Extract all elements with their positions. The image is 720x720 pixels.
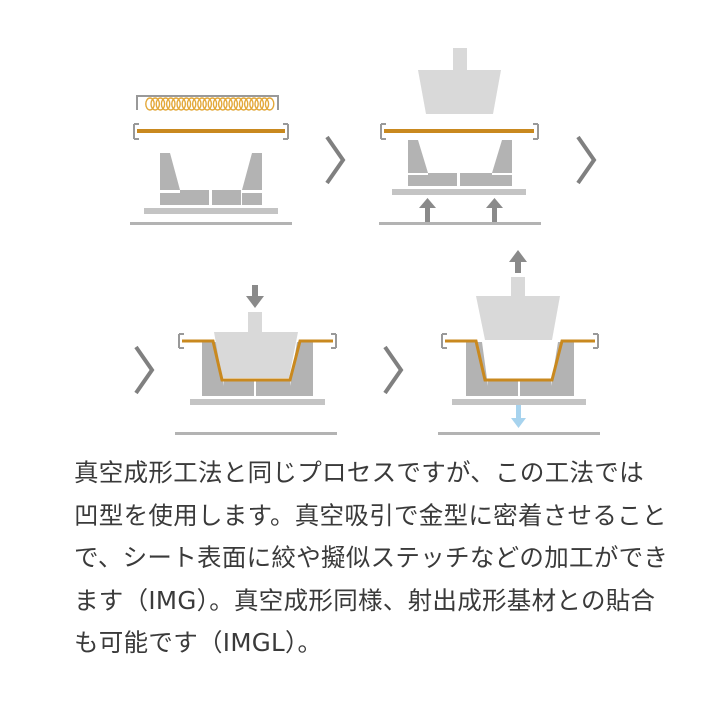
heater-coil-loop <box>202 97 213 111</box>
base-line-icon <box>438 432 600 435</box>
process-description: 真空成形工法と同じプロセスですが、この工法では 凹型を使用します。真空吸引で金型… <box>74 452 674 665</box>
arrow-up-icon <box>509 250 527 273</box>
chevron-right-icon <box>134 345 155 395</box>
arrow-down-icon <box>246 285 264 308</box>
sheet-icon <box>137 129 285 133</box>
base-line-icon <box>379 222 541 225</box>
heater-coil-loop <box>249 97 259 111</box>
heater-coil-loop <box>191 97 202 111</box>
heater-coil-loop <box>259 97 270 111</box>
sheet-icon <box>384 129 534 133</box>
step-4-release <box>438 250 600 435</box>
clamp-icon <box>380 123 539 140</box>
heater-coil-loop <box>254 97 265 111</box>
heater-coil-loop <box>160 97 171 111</box>
description-line: ます（IMG）。真空成形同様、射出成形基材との貼合 <box>74 585 656 615</box>
mold-icon <box>392 140 526 195</box>
description-line: 真空成形工法と同じプロセスですが、この工法では <box>74 458 644 487</box>
heater-icon <box>136 95 279 111</box>
heater-coil-loop <box>186 97 197 111</box>
heater-coil-loop <box>165 97 176 111</box>
top-tool-icon <box>418 48 501 114</box>
clamp-icon <box>133 123 289 140</box>
step-2-mold-up <box>379 48 541 225</box>
heater-coil-loop <box>217 97 228 111</box>
formed-sheet-icon <box>182 339 333 382</box>
chevron-right-icon <box>383 345 404 395</box>
step-3-press-down <box>175 285 337 435</box>
top-tool-icon <box>214 312 298 378</box>
base-line-icon <box>130 222 292 225</box>
top-tool-icon <box>476 277 560 340</box>
formed-sheet-icon <box>445 339 595 382</box>
heater-coil-loop <box>212 97 223 111</box>
heater-coil-loop <box>145 97 155 111</box>
heater-coil-loop <box>228 97 239 111</box>
heater-coil-loop <box>176 97 187 111</box>
description-line: で、シート表面に絞や擬似ステッチなどの加工ができ <box>74 543 669 572</box>
clamp-icon <box>178 333 337 349</box>
heater-coil-loop <box>197 97 207 111</box>
base-line-icon <box>175 432 337 435</box>
chevron-right-icon <box>576 135 597 185</box>
mold-icon <box>452 342 586 405</box>
arrow-up-icon <box>419 198 503 222</box>
heater-coil-loop <box>155 97 166 111</box>
description-line: 凹型を使用します。真空吸引で金型に密着させること <box>74 500 667 530</box>
heater-coil-loop <box>181 97 192 111</box>
mold-icon <box>144 153 278 214</box>
heater-coil-loop <box>238 97 249 111</box>
heater-coil-loop <box>171 97 181 111</box>
heater-coil-loop <box>233 97 244 111</box>
heater-coil-loop <box>223 97 233 111</box>
process-diagram <box>130 48 600 435</box>
heater-coil-loop <box>243 97 254 111</box>
heater-coil-loop <box>150 97 161 111</box>
clamp-icon <box>441 333 599 349</box>
description-line: も可能です（IMGL）。 <box>74 628 323 657</box>
heater-coil-loop <box>207 97 218 111</box>
step-1-heating <box>130 95 292 225</box>
heater-coil-loop <box>264 97 275 111</box>
chevron-right-icon <box>325 135 346 185</box>
water-arrow-icon <box>511 405 526 428</box>
